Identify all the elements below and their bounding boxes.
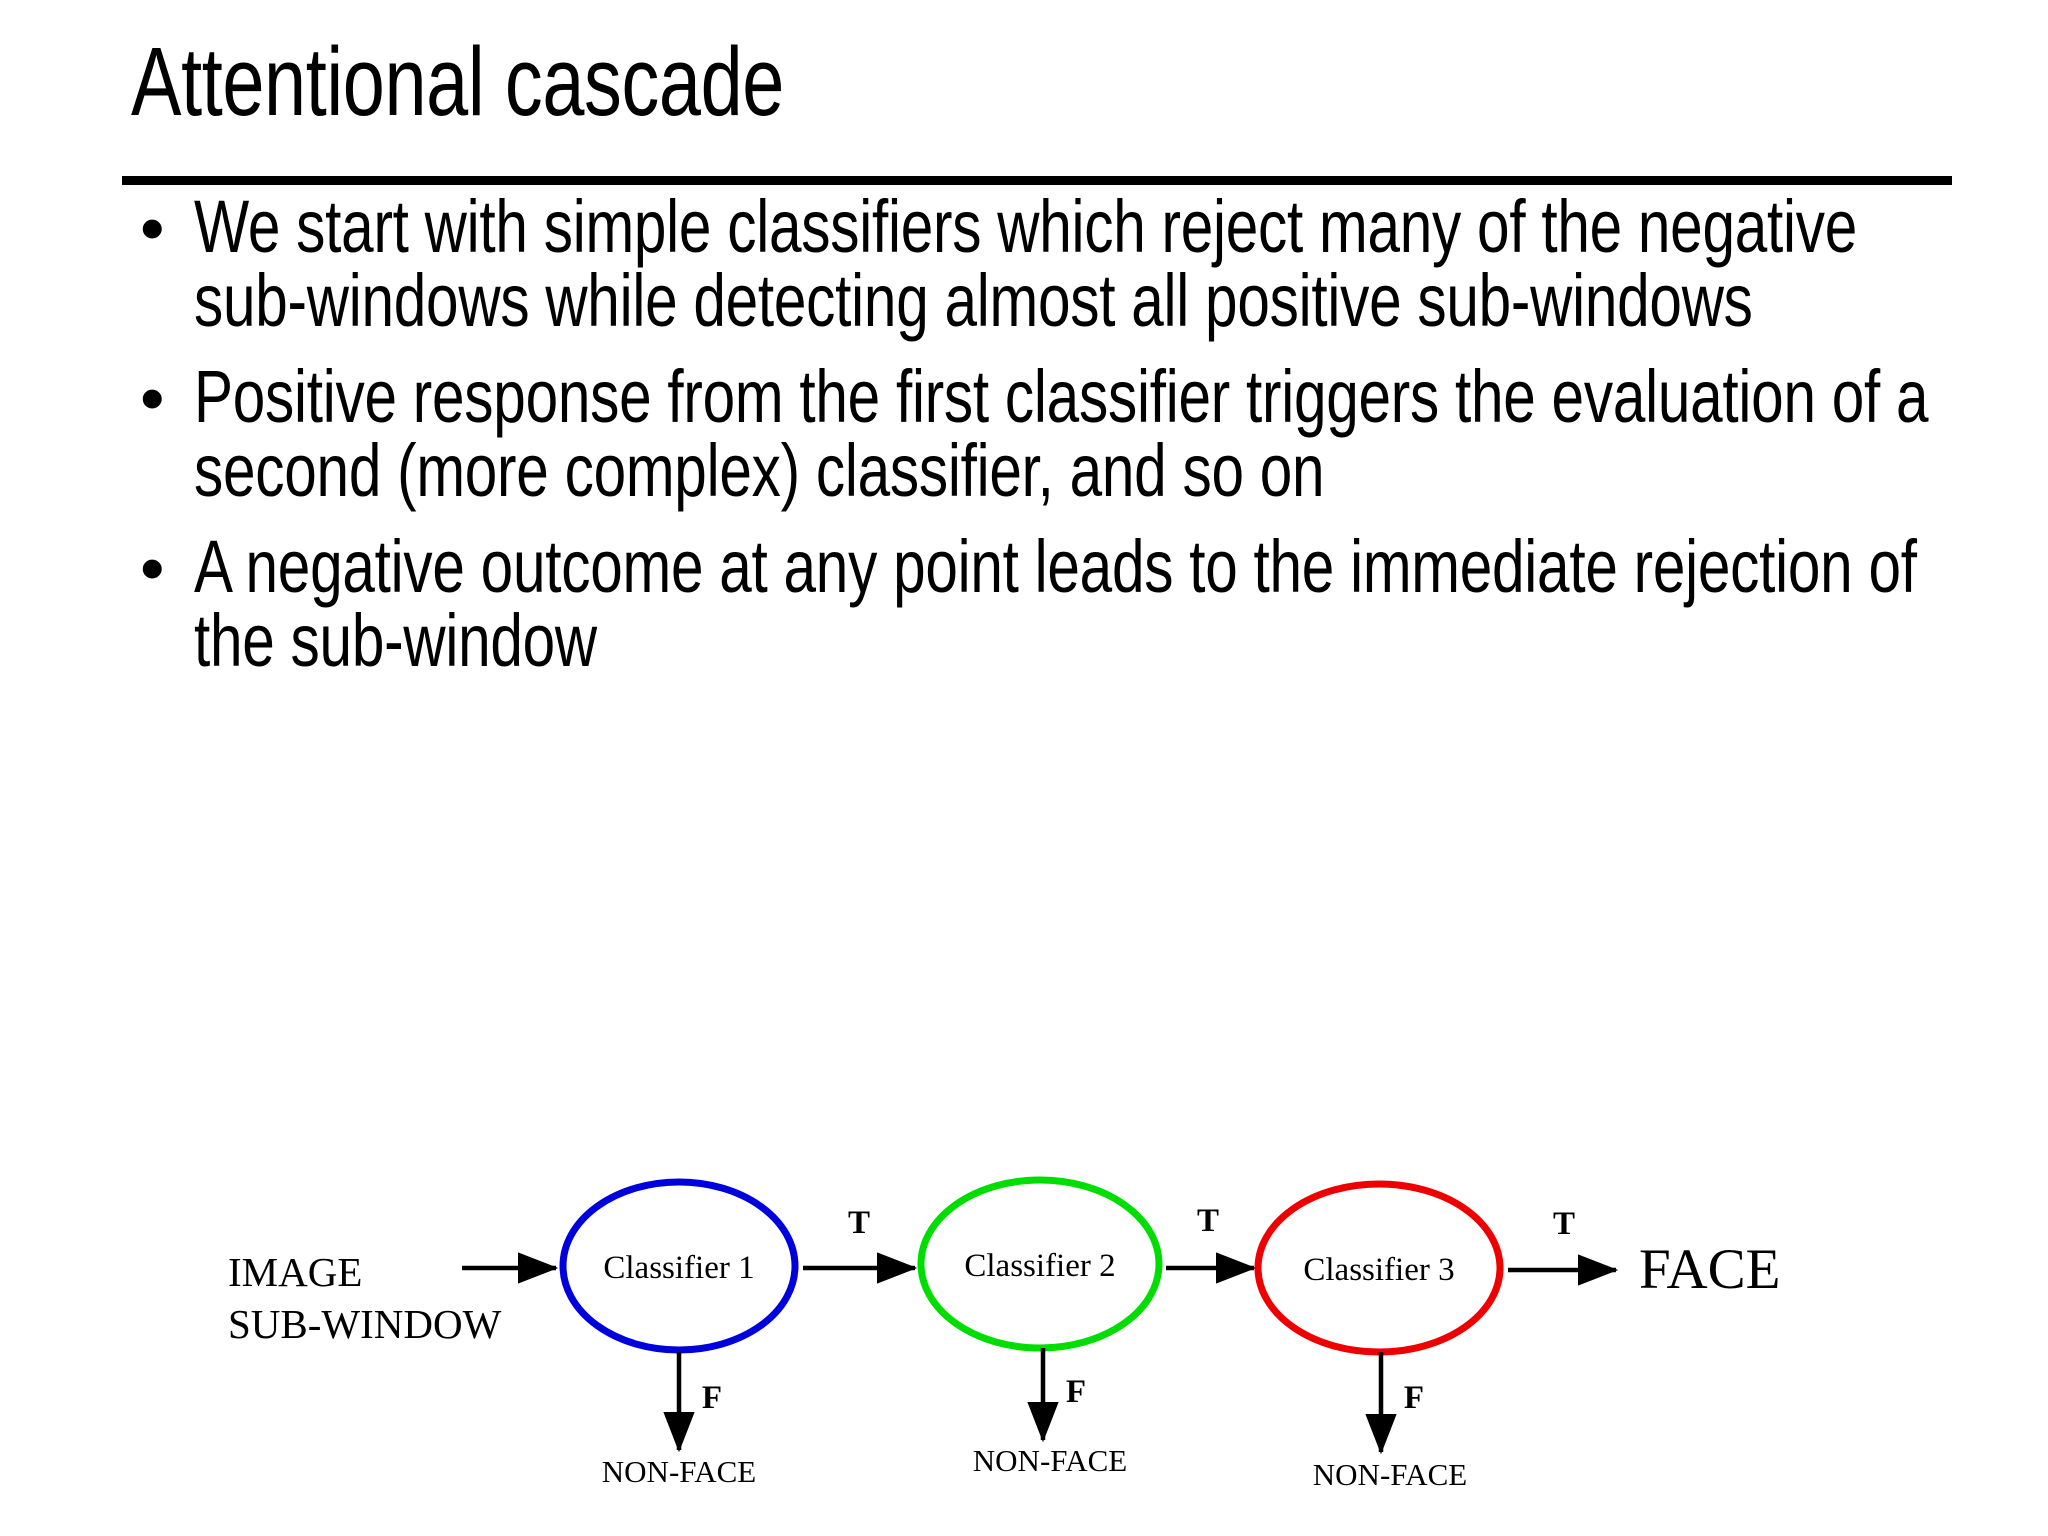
true-label-1: T (848, 1205, 870, 1241)
list-item: • Positive response from the first class… (126, 360, 1956, 508)
reject-label-2: NON-FACE (973, 1443, 1127, 1478)
true-label-2: T (1197, 1203, 1219, 1239)
classifier-1-label: Classifier 1 (603, 1250, 754, 1286)
true-label-3: T (1553, 1206, 1575, 1242)
bullet-marker-icon: • (140, 529, 165, 607)
reject-label-1: NON-FACE (602, 1454, 756, 1489)
input-label-line1: IMAGE (228, 1249, 362, 1295)
reject-label-3: NON-FACE (1313, 1457, 1467, 1492)
list-item: • A negative outcome at any point leads … (126, 530, 1956, 678)
list-item: • We start with simple classifiers which… (126, 190, 1956, 338)
classifier-2-node (917, 1176, 1163, 1352)
bullet-marker-icon: • (140, 359, 165, 437)
list-item-text: Positive response from the first classif… (194, 355, 1929, 512)
output-label: FACE (1639, 1238, 1780, 1301)
classifier-2-label: Classifier 2 (964, 1248, 1115, 1284)
bullet-list: • We start with simple classifiers which… (126, 182, 1956, 696)
classifier-1-node (559, 1178, 799, 1354)
bullet-marker-icon: • (140, 189, 165, 267)
false-label-1: F (702, 1380, 722, 1416)
false-label-3: F (1404, 1380, 1424, 1416)
input-label-line2: SUB-WINDOW (228, 1301, 502, 1347)
title-divider (122, 176, 1952, 185)
classifier-3-label: Classifier 3 (1303, 1252, 1454, 1288)
list-item-text: A negative outcome at any point leads to… (194, 525, 1917, 682)
false-label-2: F (1066, 1374, 1086, 1410)
list-item-text: We start with simple classifiers which r… (194, 185, 1858, 342)
attentional-cascade-diagram: IMAGE SUB-WINDOW Classifier 1 T F NON-FA… (0, 1140, 2048, 1536)
page-title: Attentional cascade (131, 27, 784, 136)
